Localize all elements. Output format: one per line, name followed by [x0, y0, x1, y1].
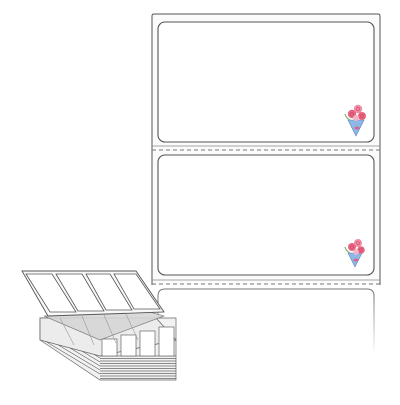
panel-label [113, 273, 161, 310]
fanfold-stack [21, 270, 177, 381]
label-2 [157, 154, 375, 276]
panel-label [55, 273, 105, 312]
panel-label [25, 273, 77, 313]
stack-label [120, 334, 137, 357]
stack-label [101, 338, 118, 357]
perforation-line-2 [152, 279, 380, 285]
stack-top-panel [21, 270, 165, 317]
flower-bouquet-icon [344, 104, 366, 137]
panel-label [85, 273, 133, 311]
label-1 [157, 21, 375, 143]
flower-bouquet-icon [344, 239, 365, 268]
stack-label [139, 330, 156, 357]
perforation-line-1 [152, 145, 380, 151]
label-sheet [151, 13, 381, 355]
next-label-fade [157, 288, 375, 355]
stack-label [158, 326, 175, 357]
